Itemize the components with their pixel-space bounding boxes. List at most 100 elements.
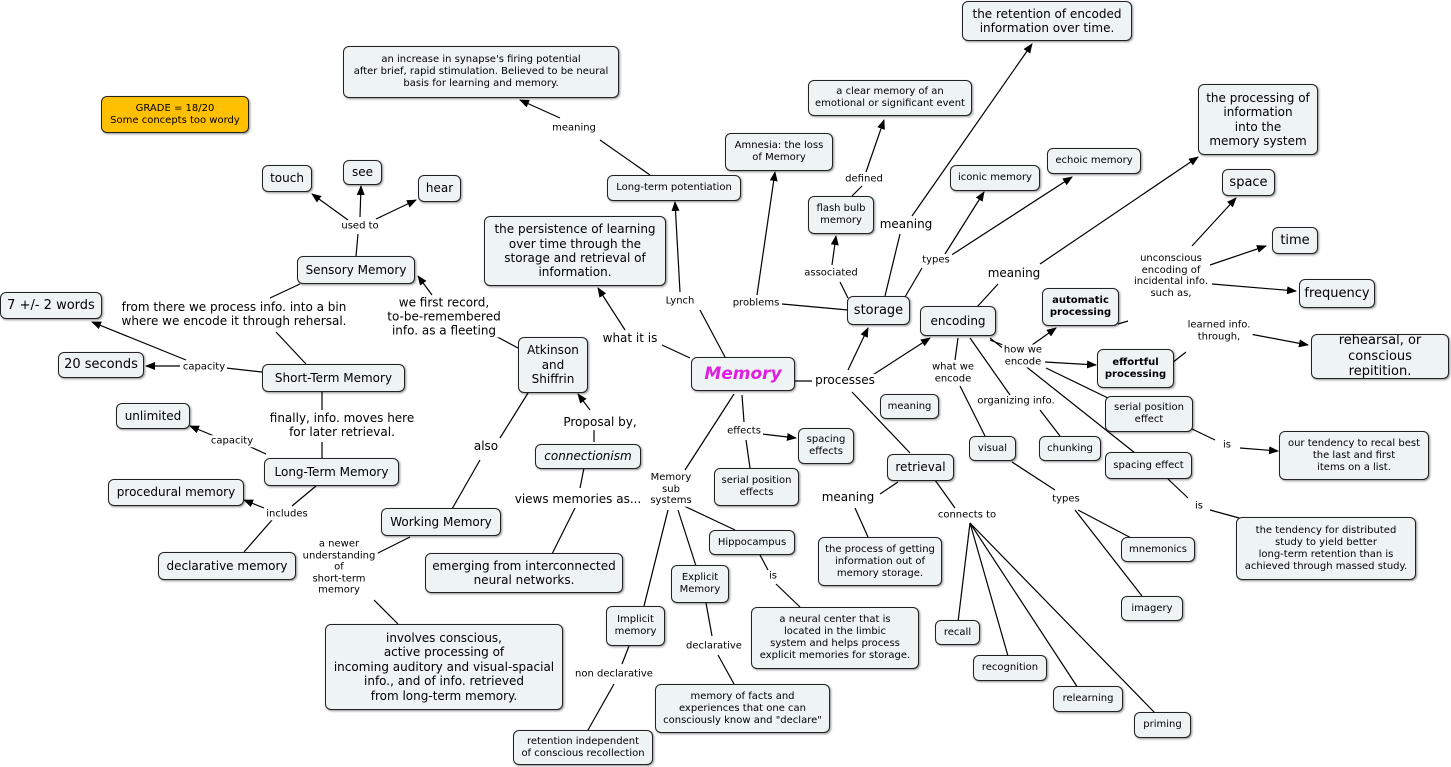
serial-position-effects-node[interactable]: serial position effects <box>714 468 799 506</box>
imagery-node[interactable]: imagery <box>1121 596 1183 621</box>
link-label-is-serial: is <box>1221 439 1233 451</box>
emerging-node[interactable]: emerging from interconnected neural netw… <box>425 553 623 593</box>
see-node[interactable]: see <box>343 160 382 185</box>
link-label-is-hippo: is <box>767 570 779 582</box>
chunking-node[interactable]: chunking <box>1039 436 1101 461</box>
connectionism-node[interactable]: connectionism <box>535 444 641 469</box>
edge <box>599 139 651 176</box>
sensory-memory-node[interactable]: Sensory Memory <box>297 256 415 284</box>
edge <box>1209 245 1267 266</box>
edge <box>661 344 691 359</box>
long-term-memory-node[interactable]: Long-Term Memory <box>264 458 399 486</box>
edge <box>1039 409 1061 437</box>
link-label-meaning-storage: meaning <box>877 217 935 232</box>
edge <box>1077 509 1136 541</box>
involves-node[interactable]: involves conscious, active processing of… <box>325 624 563 710</box>
spacing-effects-node[interactable]: spacing effects <box>798 428 854 464</box>
visual-node[interactable]: visual <box>969 436 1016 461</box>
time-node[interactable]: time <box>1272 227 1318 254</box>
mnemonics-node[interactable]: mnemonics <box>1121 537 1195 562</box>
edge <box>1167 478 1189 499</box>
unlimited-node[interactable]: unlimited <box>116 403 190 429</box>
space-node[interactable]: space <box>1222 169 1275 196</box>
edge <box>579 467 585 489</box>
neural-center-node[interactable]: a neural center that is located in the l… <box>751 607 919 669</box>
edge <box>969 522 1009 657</box>
processing-definition-node[interactable]: the processing of information into the m… <box>1198 84 1318 155</box>
amnesia-node[interactable]: Amnesia: the loss of Memory <box>725 133 833 171</box>
hear-node[interactable]: hear <box>418 175 461 202</box>
edge <box>1045 367 1111 400</box>
retrieval-node[interactable]: retrieval <box>887 454 954 481</box>
edge <box>243 499 265 509</box>
persistence-definition-node[interactable]: the persistence of learning over time th… <box>484 216 666 286</box>
link-label-views: views memories as... <box>512 492 644 507</box>
edge <box>1249 333 1309 348</box>
priming-node[interactable]: priming <box>1134 712 1191 738</box>
link-label-what-we-encode: what we encode <box>929 361 977 385</box>
ltp-definition-node[interactable]: an increase in synapse's firing potentia… <box>343 46 619 98</box>
grade-node[interactable]: GRADE = 18/20 Some concepts too wordy <box>101 96 249 133</box>
edge <box>1239 446 1279 455</box>
edge <box>911 43 1033 217</box>
link-label-meaning-ltp: meaning <box>550 122 598 134</box>
implicit-memory-node[interactable]: Implicit memory <box>606 606 665 646</box>
explicit-memory-node[interactable]: Explicit Memory <box>671 565 729 603</box>
clear-memory-node[interactable]: a clear memory of an emotional or signif… <box>808 80 972 116</box>
echoic-memory-node[interactable]: echoic memory <box>1047 148 1141 174</box>
twenty-seconds-node[interactable]: 20 seconds <box>58 352 144 378</box>
link-label-organizing: organizing info. <box>975 395 1057 407</box>
edge <box>705 602 713 637</box>
encoding-node[interactable]: encoding <box>920 306 996 336</box>
link-label-capacity-ltm: capacity <box>208 435 256 447</box>
edge <box>621 645 630 665</box>
memory-node[interactable]: Memory <box>691 357 795 391</box>
link-label-capacity-stm: capacity <box>180 361 228 373</box>
edge <box>189 425 215 437</box>
serial-position-definition-node[interactable]: our tendency to recal best the last and … <box>1279 431 1429 480</box>
effortful-processing-node[interactable]: effortful processing <box>1097 349 1174 388</box>
edge <box>577 393 591 411</box>
recall-node[interactable]: recall <box>935 620 980 645</box>
edge <box>867 337 931 379</box>
edge <box>1011 461 1056 491</box>
retention-independent-node[interactable]: retention independent of conscious recol… <box>513 730 653 765</box>
frequency-node[interactable]: frequency <box>1299 279 1375 308</box>
touch-node[interactable]: touch <box>262 165 312 192</box>
edge <box>775 583 801 608</box>
rehearsal-node[interactable]: rehearsal, or conscious repitition. <box>1311 333 1449 379</box>
hippocampus-node[interactable]: Hippocampus <box>709 530 795 555</box>
edge <box>1074 509 1143 597</box>
relearning-node[interactable]: relearning <box>1053 686 1123 712</box>
recognition-node[interactable]: recognition <box>973 655 1047 681</box>
edge <box>643 509 669 607</box>
link-label-associated: associated <box>802 267 860 279</box>
iconic-memory-node[interactable]: iconic memory <box>950 165 1040 191</box>
flash-bulb-memory-node[interactable]: flash bulb memory <box>808 196 874 234</box>
atkinson-shiffrin-node[interactable]: Atkinson and Shiffrin <box>518 337 588 393</box>
short-term-memory-node[interactable]: Short-Term Memory <box>262 364 405 392</box>
storage-node[interactable]: storage <box>847 296 910 325</box>
link-label-sub-systems: Memory sub systems <box>648 471 694 507</box>
seven-words-node[interactable]: 7 +/- 2 words <box>0 292 102 319</box>
edge <box>741 394 745 423</box>
getting-info-node[interactable]: the process of getting information out o… <box>818 537 942 586</box>
serial-position-effect-encoding-node[interactable]: serial position effect <box>1105 396 1193 432</box>
retention-definition-node[interactable]: the retention of encoded information ove… <box>962 1 1132 41</box>
edge <box>1191 197 1237 247</box>
link-label-types-visual: types <box>1050 493 1082 505</box>
meaning-node[interactable]: meaning <box>880 394 939 419</box>
link-label-effects: effects <box>725 425 763 437</box>
edge <box>699 309 726 358</box>
facts-experiences-node[interactable]: memory of facts and experiences that one… <box>655 684 830 733</box>
automatic-processing-node[interactable]: automatic processing <box>1042 288 1119 326</box>
working-memory-node[interactable]: Working Memory <box>381 508 501 536</box>
long-term-potentiation-node[interactable]: Long-term potentiation <box>607 175 741 201</box>
edge <box>959 385 986 437</box>
declarative-memory-node[interactable]: declarative memory <box>158 552 296 580</box>
edge <box>944 191 985 255</box>
procedural-memory-node[interactable]: procedural memory <box>108 479 244 506</box>
spacing-effect-encoding-node[interactable]: spacing effect <box>1105 452 1192 479</box>
spacing-effect-definition-node[interactable]: the tendency for distributed study to yi… <box>1236 517 1416 580</box>
